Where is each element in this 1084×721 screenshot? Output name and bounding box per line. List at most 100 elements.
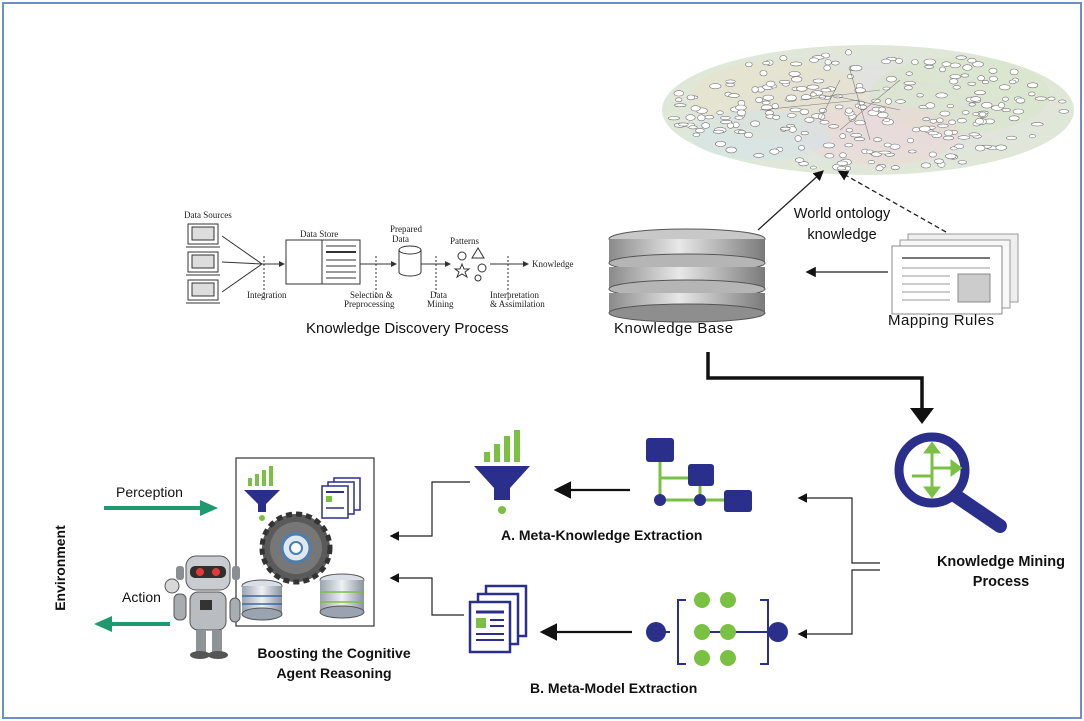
ontology-node — [800, 131, 809, 136]
ontology-node — [890, 165, 900, 171]
ontology-node — [804, 117, 815, 123]
ontology-node — [834, 104, 844, 110]
knowledge-base-database-icon — [608, 228, 766, 323]
ontology-node — [854, 120, 866, 126]
ontology-node — [785, 94, 797, 102]
ontology-node — [736, 109, 747, 116]
ontology-node — [797, 145, 805, 151]
kdd-knowledge-label: Knowledge — [532, 259, 574, 269]
ontology-node — [790, 61, 803, 67]
ontology-node — [1047, 96, 1056, 101]
ontology-node — [903, 81, 916, 86]
ontology-node — [895, 58, 903, 64]
ontology-node — [905, 71, 913, 76]
ontology-node — [1058, 109, 1070, 114]
ontology-node — [844, 143, 854, 148]
kdd-patterns-label: Patterns — [450, 236, 479, 246]
ontology-node — [712, 129, 725, 134]
ontology-node — [981, 80, 990, 85]
ontology-node — [950, 146, 958, 151]
ontology-node — [912, 127, 921, 133]
ontology-node — [949, 74, 961, 79]
kb-to-ontology-arrow — [757, 170, 824, 231]
ontology-node — [929, 118, 938, 124]
ontology-label-line2: knowledge — [807, 227, 877, 243]
ontology-node — [1005, 135, 1017, 141]
mining-label-line1: Knowledge Mining — [936, 554, 1066, 570]
kdd-data-sources-label: Data Sources — [184, 210, 232, 220]
knowledge-base-label: Knowledge Base — [614, 320, 734, 337]
ontology-node — [690, 105, 701, 112]
ontology-node — [998, 102, 1005, 109]
meta-model-label: B. Meta-Model Extraction — [530, 680, 698, 696]
ontology-node — [935, 92, 948, 99]
ontology-node — [850, 133, 862, 138]
ontology-node — [922, 117, 931, 122]
boosting-label: Boosting the Cognitive Agent Reasoning — [236, 643, 432, 683]
mining-label-line2: Process — [972, 574, 1030, 590]
ontology-node — [1008, 79, 1017, 85]
ontology-node — [967, 57, 977, 64]
ontology-node — [688, 125, 698, 130]
ontology-node — [961, 110, 970, 115]
ontology-node — [806, 84, 820, 90]
ontology-node — [709, 83, 722, 90]
ontology-node — [728, 93, 740, 98]
ontology-node — [780, 126, 791, 131]
ontology-node — [919, 125, 931, 133]
kdd-mining-label-1: Data — [430, 290, 447, 300]
ontology-node — [845, 49, 852, 56]
mining-to-metaknowledge-arrow — [797, 493, 880, 564]
ontology-node — [818, 108, 828, 114]
ontology-node — [794, 157, 805, 163]
ontology-node — [988, 67, 998, 74]
ontology-node — [1034, 96, 1047, 101]
ontology-node — [701, 122, 711, 129]
ontology-node — [824, 59, 832, 66]
ontology-node — [716, 110, 724, 115]
ontology-node — [820, 88, 832, 93]
ontology-node — [787, 113, 797, 118]
kdd-caption: Knowledge Discovery Process — [306, 320, 509, 337]
ontology-node — [1028, 134, 1036, 139]
ontology-node — [925, 102, 936, 109]
kdd-process-figure — [186, 223, 529, 304]
ontology-node — [796, 86, 808, 92]
ontology-node — [904, 85, 913, 91]
ontology-node — [765, 80, 776, 87]
ontology-node — [952, 85, 961, 90]
data-source-monitor-icon — [186, 223, 285, 304]
ontology-node — [998, 84, 1011, 91]
ontology-node — [923, 58, 936, 66]
ontology-label-line1: World ontology — [793, 206, 891, 222]
ontology-node — [881, 58, 891, 65]
ontology-node — [762, 94, 774, 101]
rules-to-ontology-arrow — [837, 170, 947, 233]
ontology-node — [667, 116, 680, 121]
ontology-node — [751, 86, 759, 93]
ontology-node — [745, 61, 753, 68]
kdd-interp-label-1: Interpretation — [490, 290, 539, 300]
ontology-node — [911, 59, 919, 65]
ontology-node — [957, 117, 967, 124]
ontology-node — [778, 80, 791, 84]
ontology-node — [875, 165, 884, 172]
ontology-node — [942, 135, 955, 141]
ontology-node — [873, 137, 882, 142]
ontology-node — [916, 93, 924, 98]
ontology-node — [968, 132, 980, 137]
ontology-node — [1028, 91, 1036, 97]
ontology-node — [957, 135, 970, 140]
ontology-node — [1008, 115, 1020, 122]
ontology-node — [886, 75, 897, 83]
mapping-rules-document-icon — [891, 233, 1019, 315]
ontology-node — [936, 117, 944, 124]
ontology-node — [853, 137, 865, 142]
boost-label-line2: Agent Reasoning — [276, 665, 392, 681]
ontology-node — [715, 140, 727, 147]
ontology-node — [809, 92, 817, 97]
ontology-node — [948, 119, 956, 125]
ontology-node — [957, 160, 967, 165]
ontology-node — [1012, 108, 1025, 115]
ontology-node — [686, 94, 696, 101]
